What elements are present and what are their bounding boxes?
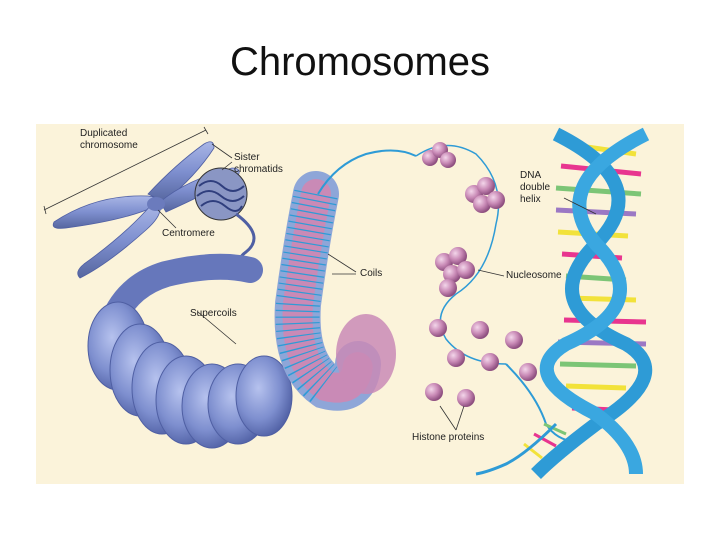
- label-line: DNA: [520, 170, 550, 182]
- page-title: Chromosomes: [0, 40, 720, 85]
- label-histone-proteins: Histone proteins: [412, 432, 484, 444]
- dna-double-helix: [476, 134, 646, 474]
- label-line: Sister: [234, 152, 283, 164]
- supercoils: [88, 267, 292, 448]
- label-sister-chromatids: Sister chromatids: [234, 152, 283, 176]
- label-centromere: Centromere: [162, 228, 215, 240]
- label-nucleosome: Nucleosome: [506, 270, 562, 282]
- label-line: double: [520, 182, 550, 194]
- coils: [298, 150, 416, 394]
- label-coils: Coils: [360, 268, 382, 280]
- nucleosome-chain: [416, 142, 576, 442]
- label-line: chromatids: [234, 164, 283, 176]
- label-dna-double-helix: DNA double helix: [520, 170, 550, 206]
- diagram-illustration: [36, 124, 684, 484]
- label-supercoils: Supercoils: [190, 308, 237, 320]
- label-line: helix: [520, 194, 550, 206]
- label-line: Duplicated: [80, 128, 138, 140]
- chromosome-diagram: Duplicated chromosome Sister chromatids …: [36, 124, 684, 484]
- label-line: chromosome: [80, 140, 138, 152]
- histone-proteins: [425, 319, 537, 407]
- label-duplicated-chromosome: Duplicated chromosome: [80, 128, 138, 152]
